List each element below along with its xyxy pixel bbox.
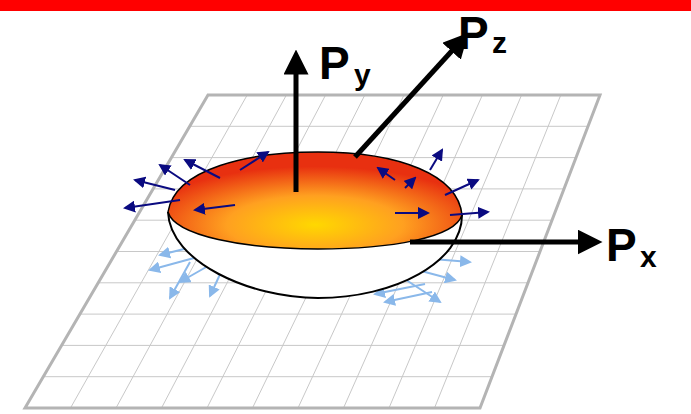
axis-subscript: x [640, 242, 657, 272]
grid-border [25, 95, 600, 408]
axis-subscript: y [354, 60, 371, 90]
grid-plane [25, 95, 600, 408]
grid-line [80, 314, 516, 315]
grid-line [43, 376, 492, 377]
axis-subscript: z [492, 28, 507, 58]
fireball-dome [168, 152, 462, 249]
upper-arrows [125, 150, 488, 215]
axis-letter: P [606, 222, 637, 268]
top-bar [0, 0, 691, 11]
axis-letter: P [319, 40, 350, 86]
grid-line [62, 345, 504, 346]
grid-ground [25, 95, 600, 408]
axis-letter: P [458, 10, 489, 56]
